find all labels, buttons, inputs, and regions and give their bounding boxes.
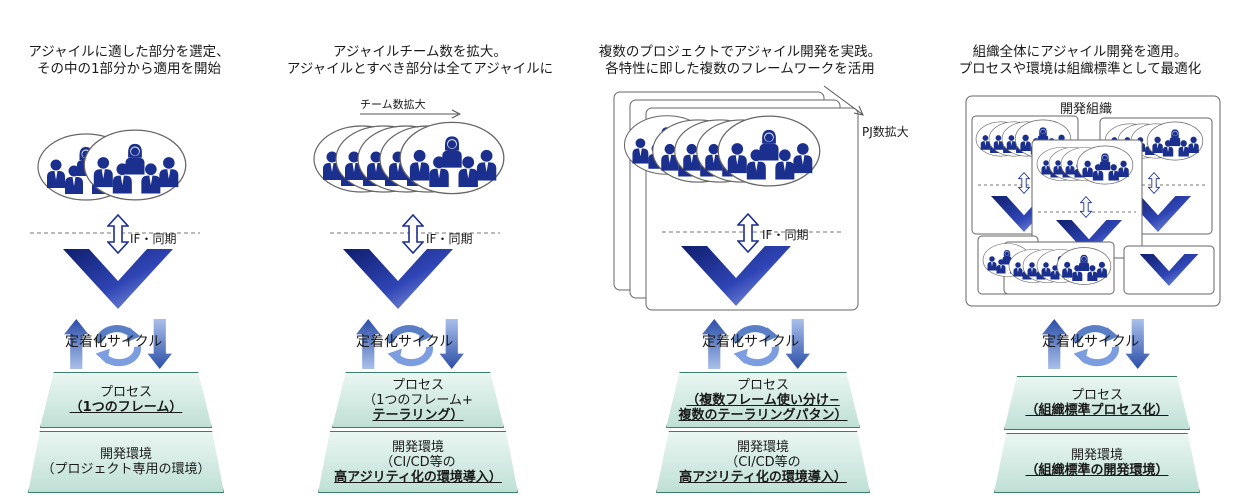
cycle-label: 定着化サイクル <box>702 334 800 350</box>
panel-4-graphics <box>965 95 1221 369</box>
panel-1-banner: 単一プロジェクト：立ち上げ <box>4 6 254 34</box>
v-model-icon <box>343 249 453 309</box>
v-model-icon <box>63 249 173 309</box>
panel-3-description: 複数のプロジェクトでアジャイル開発を実践。 各特性に即した複数のフレームワークを… <box>598 44 882 77</box>
panel-4-banner: 組織：最適化・最大化 <box>930 6 1236 34</box>
sync-arrow-icon <box>402 214 424 254</box>
scale-label: チーム数拡大 <box>360 98 426 111</box>
panel-3-banner: 複数プロジェクト：派生・拡大 <box>594 6 884 34</box>
panel-2-graphics <box>314 109 504 369</box>
environment-layer: 開発環境 （CI/CD等の 高アジリティ化の環境導入） <box>656 431 870 493</box>
process-layer: プロセス （1つのフレーム+ テーラリング） <box>332 372 504 428</box>
panel-3-graphics <box>613 85 864 369</box>
org-label: 開発組織 <box>1060 102 1113 117</box>
scale-arrow <box>823 85 863 115</box>
cycle-label: 定着化サイクル <box>356 334 454 350</box>
scale-label: PJ数拡大 <box>862 125 909 139</box>
cycle-label: 定着化サイクル <box>1042 334 1140 350</box>
sync-label: IF・同期 <box>426 232 473 246</box>
team-icon <box>718 116 819 186</box>
panel-2-banner: 単一プロジェクト：継続 <box>290 6 540 34</box>
environment-layer: 開発環境 （プロジェクト専用の環境） <box>28 431 224 493</box>
team-icon <box>400 122 504 193</box>
cycle-label: 定着化サイクル <box>65 334 163 350</box>
panel-2-description: アジャイルチーム数を拡大。 アジャイルとすべき部分は全てアジャイルに <box>286 44 554 77</box>
environment-layer: 開発環境 （組織標準の開発環境） <box>994 433 1200 493</box>
panel-1-description: アジャイルに適した部分を選定、 その中の1部分から適用を開始 <box>28 44 230 77</box>
process-layer: プロセス （複数フレーム使い分け− 複数のテーラリングパタン） <box>666 372 860 428</box>
panel-1-graphics <box>30 130 200 369</box>
panel-4-description: 組織全体にアジャイル開発を適用。 プロセスや環境は組織標準として最適化 <box>958 44 1202 77</box>
process-layer: プロセス （1つのフレーム） <box>40 372 212 428</box>
sync-label: IF・同期 <box>762 228 809 242</box>
team-icon <box>84 130 185 200</box>
sync-label: IF・同期 <box>130 232 177 246</box>
process-layer: プロセス （組織標準プロセス化） <box>1004 376 1190 430</box>
sync-arrow-icon <box>107 214 129 254</box>
environment-layer: 開発環境 （CI/CD等の 高アジリティ化の環境導入） <box>318 431 518 493</box>
